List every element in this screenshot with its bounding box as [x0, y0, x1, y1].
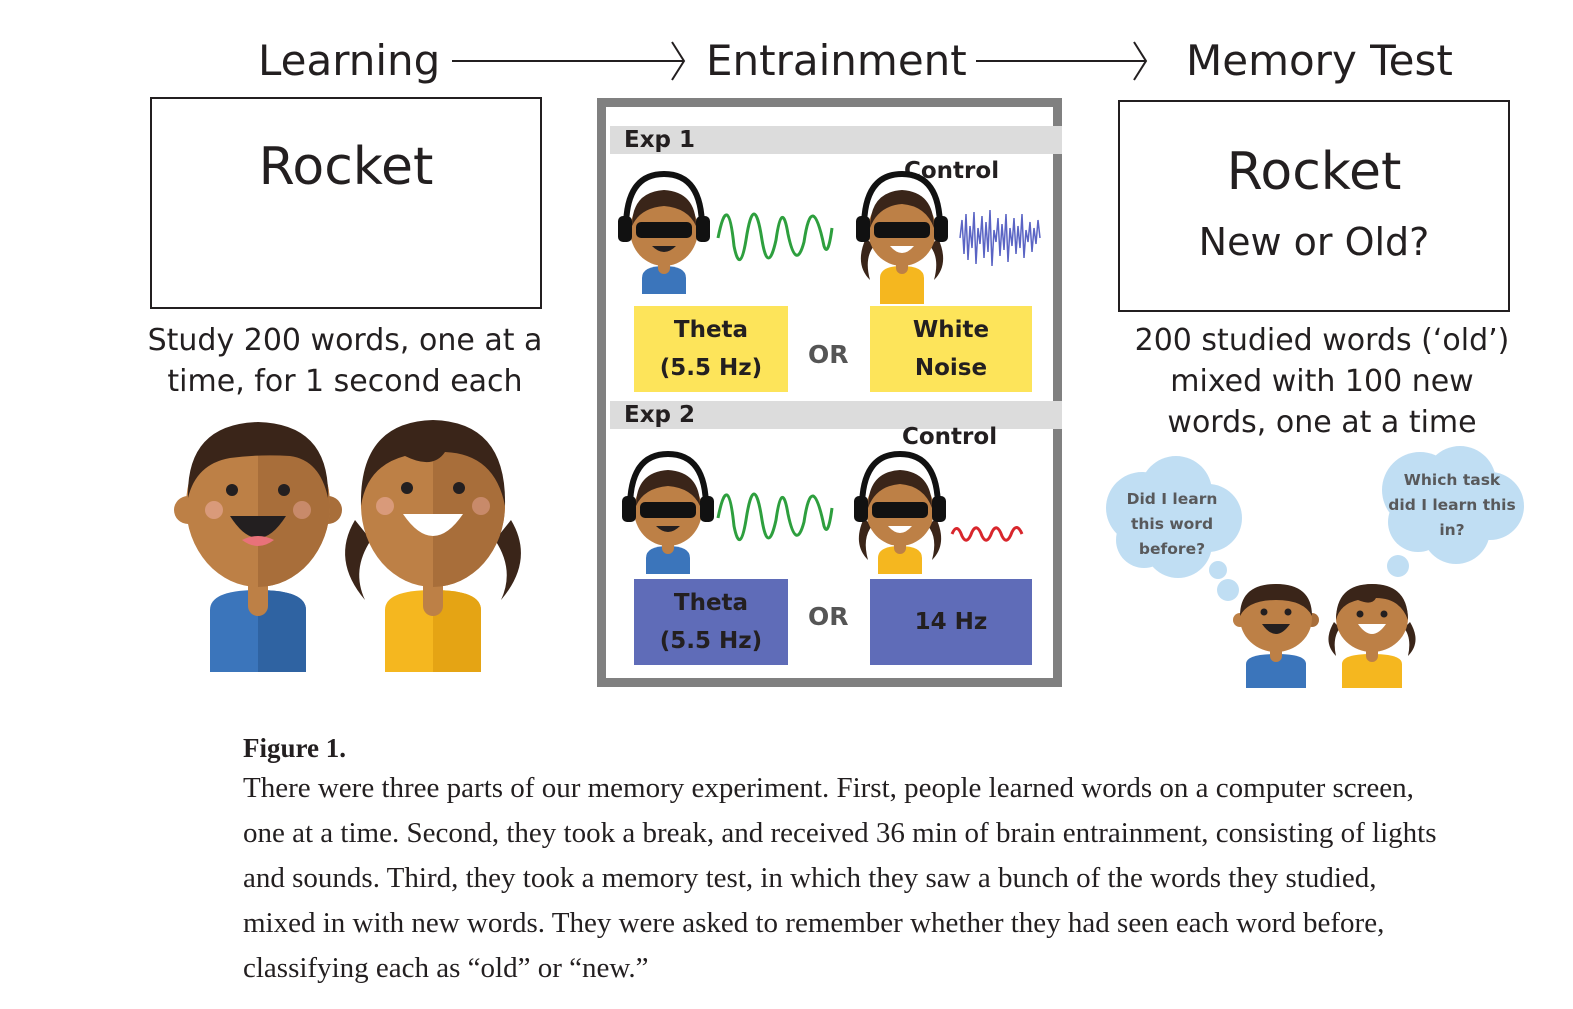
- memory-word: Rocket: [1226, 142, 1402, 202]
- thought-right-line-1: Which task: [1403, 471, 1501, 489]
- thought-right-text: Which task did I learn this in?: [1382, 468, 1522, 543]
- exp1-illustration: [618, 170, 1041, 304]
- thought-left-text: Did I learn this word before?: [1112, 487, 1232, 562]
- small-boy-figure: [1233, 584, 1319, 688]
- figure-caption-title: Figure 1.: [243, 733, 346, 763]
- exp2-14hz-wave: [950, 526, 1024, 542]
- exp2-illustration: [622, 450, 1024, 574]
- exp1-white-noise-line-1: White: [912, 317, 990, 343]
- thought-cloud-right: [1382, 446, 1524, 577]
- arrow-learning-to-entrainment: [452, 41, 686, 81]
- learning-word: Rocket: [258, 137, 434, 197]
- memory-description-line-2: mixed with 100 new: [1170, 364, 1474, 399]
- arrow-entrainment-to-memory: [976, 41, 1148, 81]
- learning-description: Study 200 words, one at a time, for 1 se…: [120, 320, 570, 402]
- exp2-14hz-label: 14 Hz: [914, 609, 988, 635]
- exp1-white-noise-line-2: Noise: [914, 355, 988, 381]
- exp2-theta-wave: [716, 492, 834, 541]
- learning-description-line-2: time, for 1 second each: [167, 364, 523, 399]
- kids-illustration: [174, 420, 521, 672]
- thought-left-line-1: Did I learn: [1126, 490, 1218, 508]
- exp1-girl-headphones: [856, 170, 948, 304]
- small-girl-figure: [1328, 584, 1416, 688]
- exp2-theta-label: Theta: [673, 590, 749, 616]
- memory-question: New or Old?: [1198, 220, 1430, 264]
- memory-description-line-1: 200 studied words (‘old’): [1134, 323, 1510, 358]
- exp1-theta-box: Theta (5.5 Hz): [634, 306, 788, 392]
- exp1-boy-headphones: [618, 170, 710, 294]
- thought-clouds: [1106, 446, 1524, 601]
- exp2-14hz-box: 14 Hz: [870, 579, 1032, 665]
- exp1-white-noise-wave: [959, 209, 1041, 267]
- stage-title-memory-test: Memory Test: [1186, 36, 1453, 85]
- learning-screen: Rocket: [150, 97, 542, 309]
- thought-cloud-left: [1106, 456, 1242, 601]
- stage-arrows: [452, 41, 1148, 81]
- figure-caption-body: There were three parts of our memory exp…: [243, 772, 1437, 984]
- thought-left-line-2: this word: [1130, 515, 1214, 533]
- thought-right-line-3: in?: [1439, 521, 1465, 539]
- memory-description: 200 studied words (‘old’) mixed with 100…: [1100, 320, 1544, 443]
- thought-right-line-2: did I learn this: [1388, 496, 1516, 514]
- boy-figure: [174, 422, 342, 672]
- thought-left-line-3: before?: [1138, 540, 1206, 558]
- stage-title-entrainment: Entrainment: [706, 36, 967, 85]
- exp2-label: Exp 2: [610, 401, 1062, 429]
- small-kids-illustration: [1233, 584, 1416, 688]
- exp2-theta-box: Theta (5.5 Hz): [634, 579, 788, 665]
- memory-description-line-3: words, one at a time: [1167, 405, 1477, 440]
- exp2-boy-headphones: [622, 450, 714, 574]
- exp1-or-label: OR: [808, 340, 849, 369]
- exp1-theta-wave: [716, 212, 834, 261]
- exp2-theta-frequency: (5.5 Hz): [659, 628, 763, 654]
- exp1-theta-label: Theta: [673, 317, 749, 343]
- exp2-control-label: Control: [902, 424, 998, 450]
- exp2-or-label: OR: [808, 602, 849, 631]
- exp1-theta-frequency: (5.5 Hz): [659, 355, 763, 381]
- girl-figure: [345, 420, 521, 672]
- exp2-girl-headphones: [854, 450, 946, 574]
- memory-test-screen: Rocket New or Old?: [1118, 100, 1510, 312]
- learning-description-line-1: Study 200 words, one at a: [147, 323, 543, 358]
- exp1-label: Exp 1: [610, 126, 1062, 154]
- stage-title-learning: Learning: [258, 36, 441, 85]
